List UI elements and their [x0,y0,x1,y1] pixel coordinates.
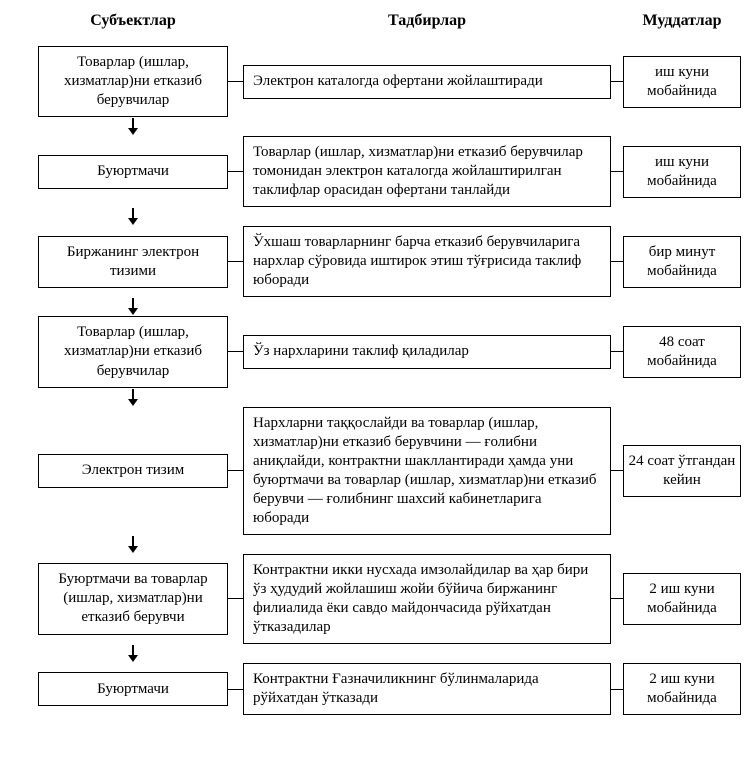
flow-row: Товарлар (ишлар, хизматлар)ни етказиб бе… [38,46,742,118]
subject-box: Товарлар (ишлар, хизматлар)ни етказиб бе… [38,316,228,388]
flow-row: Буюртмачи ва товарлар (ишлар, хизматлар)… [38,553,742,645]
flow-row: Электрон тизим Нархларни таққослайди ва … [38,406,742,535]
connector-line [228,81,243,83]
duration-box: 2 иш куни мобайнида [623,663,741,716]
down-arrow [38,388,228,407]
connector-line [228,470,243,472]
action-box: Товарлар (ишлар, хизматлар)ни етказиб бе… [243,136,611,208]
connector-line [611,688,623,690]
connector-line [611,470,623,472]
down-arrow [38,644,228,663]
down-arrow [38,207,228,226]
down-arrow [38,117,228,136]
action-box: Нархларни таққослайди ва товарлар (ишлар… [243,406,611,535]
arrow-line [132,645,134,656]
action-box: Ўз нархларини таклиф қиладилар [243,334,611,369]
connector-line [611,81,623,83]
arrow-head-icon [128,655,138,663]
action-box: Ўхшаш товарларнинг барча етказиб берувчи… [243,226,611,298]
column-header-subjects: Субъектлар [90,12,176,29]
column-header-actions: Тадбирлар [388,12,466,29]
flow-row: Биржанинг электрон тизими Ўхшаш товарлар… [38,226,742,298]
arrow-head-icon [128,398,138,406]
duration-box: 2 иш куни мобайнида [623,572,741,625]
arrow-line [132,388,134,399]
duration-box: 24 соат ўтгандан кейин [623,444,741,497]
arrow-head-icon [128,545,138,553]
connector-line [228,171,243,173]
flowchart: Субъектлар Тадбирлар Муддатлар Товарлар … [38,12,742,716]
connector-line [228,688,243,690]
duration-box: иш куни мобайнида [623,145,741,198]
subject-box: Электрон тизим [38,453,228,488]
connector-line [611,598,623,600]
subject-box: Буюртмачи [38,154,228,189]
arrow-line [132,118,134,129]
arrow-line [132,535,134,546]
connector-line [228,598,243,600]
flow-row: Товарлар (ишлар, хизматлар)ни етказиб бе… [38,316,742,388]
column-headers: Субъектлар Тадбирлар Муддатлар [38,12,742,30]
arrow-head-icon [128,218,138,226]
duration-box: 48 соат мобайнида [623,325,741,379]
subject-box: Буюртмачи ва товарлар (ишлар, хизматлар)… [38,563,228,635]
arrow-line [132,208,134,219]
down-arrow [38,535,228,554]
arrow-line [132,298,134,309]
flow-row: Буюртмачи Товарлар (ишлар, хизматлар)ни … [38,136,742,208]
connector-line [611,261,623,263]
subject-box: Буюртмачи [38,672,228,707]
flow-row: Буюртмачи Контрактни Ғазначиликнинг бўли… [38,663,742,716]
column-header-durations: Муддатлар [642,12,722,29]
duration-box: иш куни мобайнида [623,55,741,108]
connector-line [611,171,623,173]
connector-line [228,351,243,353]
subject-box: Биржанинг электрон тизими [38,235,228,288]
arrow-head-icon [128,308,138,316]
action-box: Контрактни Ғазначиликнинг бўлинмаларида … [243,663,611,716]
action-box: Электрон каталогда офертани жойлаштиради [243,64,611,99]
action-box: Контрактни икки нусхада имзолайдилар ва … [243,553,611,645]
duration-box: бир минут мобайнида [623,235,741,288]
arrow-head-icon [128,128,138,136]
connector-line [611,351,623,353]
subject-box: Товарлар (ишлар, хизматлар)ни етказиб бе… [38,46,228,118]
down-arrow [38,297,228,316]
connector-line [228,261,243,263]
